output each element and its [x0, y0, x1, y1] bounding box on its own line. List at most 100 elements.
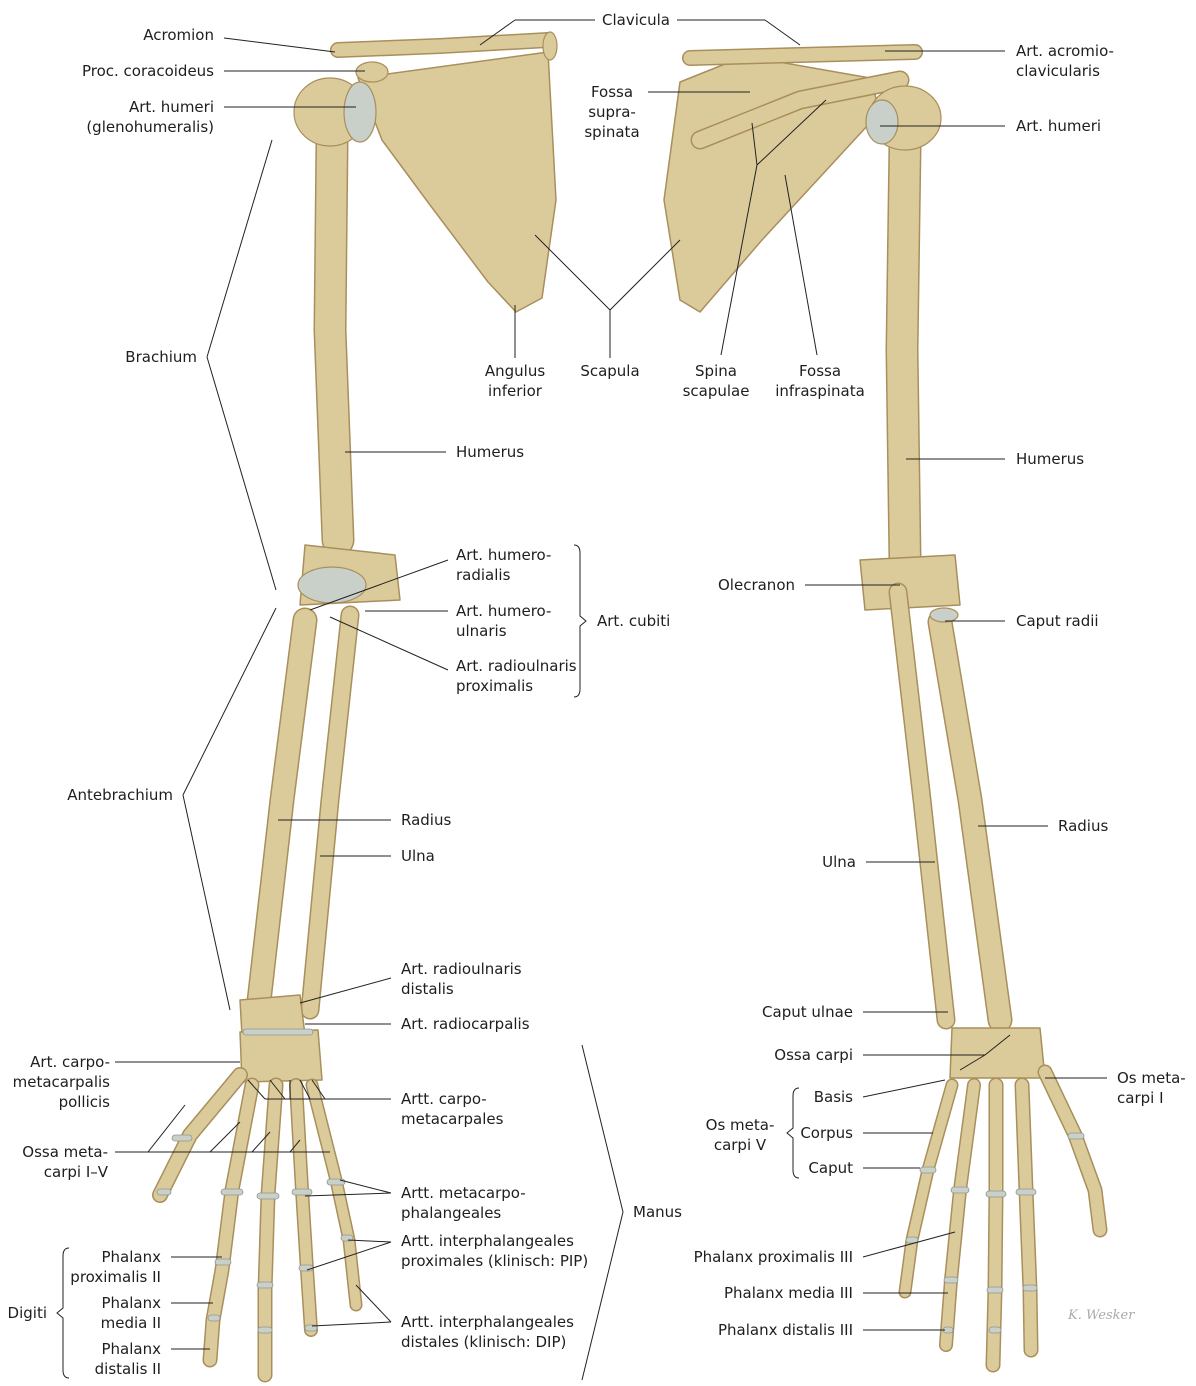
label-line: Caput ulnae — [762, 1003, 853, 1021]
finger-joint-right-3 — [950, 1186, 970, 1194]
radius-left — [247, 609, 316, 1021]
finger-joint-left-5 — [214, 1258, 232, 1266]
label-artt-metacarpophalangeales: Artt. metacarpo-phalangeales — [401, 1183, 526, 1223]
label-line: Os meta- — [1117, 1069, 1186, 1087]
label-ossa-carpi: Ossa carpi — [774, 1045, 853, 1065]
label-line: Antebrachium — [67, 786, 173, 804]
label-manus: Manus — [633, 1202, 682, 1222]
label-line: Fossa — [798, 362, 842, 380]
finger-joint-left-8 — [340, 1234, 354, 1242]
label-line: metacarpales — [401, 1110, 504, 1128]
label-line: Artt. metacarpo- — [401, 1184, 526, 1202]
clavicula-right — [683, 45, 922, 65]
label-line: carpi V — [713, 1136, 767, 1154]
label-line: Art. cubiti — [597, 612, 671, 630]
spina-scapulae-leader-line — [756, 99, 827, 166]
finger-right-5 — [900, 1080, 957, 1297]
humerus-distal-right — [859, 554, 961, 611]
label-art-humeri-left: Art. humeri(glenohumeralis) — [86, 97, 214, 137]
label-line: Manus — [633, 1203, 682, 1221]
label-caput-ulnae: Caput ulnae — [762, 1002, 853, 1022]
label-line: Brachium — [125, 348, 197, 366]
label-art-humeri-right: Art. humeri — [1016, 116, 1101, 136]
humerus-shaft-left — [315, 125, 353, 555]
carpals-right — [949, 1027, 1046, 1079]
label-phalanx-proximalis-iii: Phalanx proximalis III — [694, 1247, 853, 1267]
label-line: Caput — [808, 1159, 853, 1177]
fossa-infraspinata-leader-line — [784, 174, 818, 356]
ossa-carpi-leader-line — [959, 1054, 986, 1071]
label-art-cubiti: Art. cubiti — [597, 611, 670, 631]
finger-joint-left-6 — [256, 1281, 274, 1289]
label-line: Art. radiocarpalis — [401, 1015, 530, 1033]
label-humerus-right: Humerus — [1016, 449, 1084, 469]
clavicula-end-left — [542, 31, 558, 61]
label-line: proximalis II — [70, 1268, 161, 1286]
label-line: clavicularis — [1016, 62, 1100, 80]
glenoid-cartilage-left — [343, 81, 377, 143]
elbow-cartilage-left — [297, 566, 367, 604]
label-line: Art. humeri — [1016, 117, 1102, 135]
label-line: Olecranon — [718, 576, 795, 594]
artt-metacarpophalangeales-leader-line — [339, 1179, 392, 1194]
label-artt-carpometacarpales: Artt. carpo-metacarpales — [401, 1089, 503, 1129]
label-line: phalangeales — [401, 1204, 502, 1222]
manus-leader-line — [581, 1044, 624, 1213]
artt-interphalangeales-distales-leader-line — [355, 1284, 392, 1323]
finger-joint-right-0 — [1067, 1132, 1085, 1140]
radiocarpal-joint-left — [242, 1028, 314, 1036]
finger-joint-right-5 — [1022, 1284, 1038, 1292]
label-line: spinata — [584, 123, 640, 141]
label-line: Corpus — [800, 1124, 853, 1142]
label-radius-right: Radius — [1058, 816, 1108, 836]
spina-scapulae-leader-line — [751, 122, 758, 166]
label-line: Art. radioulnaris — [401, 960, 522, 978]
scapula-leader-line — [534, 234, 611, 311]
spina-scapulae-bone — [692, 72, 908, 148]
phalanx-proximalis-iii-leader-line — [862, 1231, 956, 1258]
label-line: infraspinata — [775, 382, 865, 400]
label-corpus: Corpus — [800, 1123, 853, 1143]
clavicula-leader-line — [764, 19, 801, 46]
label-phalanx-media-iii: Phalanx media III — [724, 1283, 853, 1303]
label-line: supra- — [588, 103, 636, 121]
glenoid-cartilage-right — [865, 99, 899, 145]
label-scapula: Scapula — [580, 361, 639, 381]
label-line: Angulus — [484, 362, 546, 380]
label-phalanx-proximalis-ii: Phalanx proximalis II — [70, 1247, 161, 1287]
label-line: Art. radioulnaris — [456, 657, 577, 675]
label-line: Humerus — [1016, 450, 1085, 468]
label-line: Art. acromio- — [1016, 42, 1114, 60]
label-line: Artt. interphalangeales — [401, 1313, 574, 1331]
label-line: Ossa meta- — [22, 1143, 108, 1161]
finger-joint-right-9 — [988, 1326, 1002, 1334]
label-line: pollicis — [58, 1093, 110, 1111]
os-metacarpi-v-brace — [786, 1087, 800, 1179]
label-line: Proc. coracoideus — [81, 62, 214, 80]
ossa-metacarpi-leader-line — [209, 1121, 241, 1153]
art-radioulnaris-proximalis-leader-line — [329, 616, 449, 671]
finger-joint-left-7 — [298, 1264, 314, 1272]
finger-joint-left-2 — [256, 1192, 280, 1200]
label-line: Art. humeri — [128, 98, 214, 116]
digiti-brace — [56, 1247, 70, 1379]
finger-joint-left-12 — [156, 1188, 172, 1196]
finger-joint-right-8 — [905, 1236, 919, 1244]
art-radioulnaris-distalis-leader-line — [299, 977, 392, 1004]
label-line: media II — [100, 1314, 161, 1332]
bones — [152, 31, 1108, 1383]
artt-carpometacarpales-leader-line — [269, 1079, 286, 1100]
label-art-radiocarpalis: Art. radiocarpalis — [401, 1014, 530, 1034]
label-acromion: Acromion — [143, 25, 214, 45]
label-line: Phalanx — [101, 1248, 162, 1266]
finger-joint-left-4 — [326, 1178, 346, 1186]
label-basis: Basis — [814, 1087, 853, 1107]
finger-joint-right-6 — [986, 1286, 1004, 1294]
label-proc-coracoideus: Proc. coracoideus — [82, 61, 214, 81]
label-line: Scapula — [580, 362, 640, 380]
label-line: Radius — [1058, 817, 1109, 835]
